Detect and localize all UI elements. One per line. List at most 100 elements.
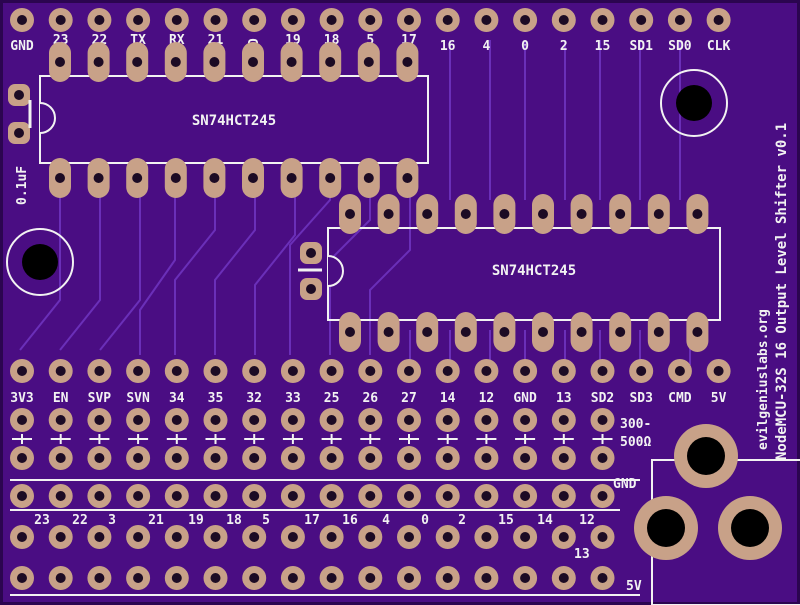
output-pad [590, 525, 615, 549]
output-label: 4 [382, 513, 390, 528]
gnd-pad [280, 484, 305, 508]
resistor-pad [358, 408, 383, 432]
vcc-pad [551, 566, 576, 590]
top-header-label: CLK [707, 39, 731, 54]
vcc-pad [10, 566, 34, 590]
vcc-pad [397, 566, 421, 590]
gnd-pad [435, 484, 460, 508]
resistor-pad [48, 408, 73, 432]
gnd-row-pads [10, 484, 615, 508]
vcc-pad [513, 566, 538, 590]
top-pad [513, 8, 538, 32]
resistor-pad [280, 446, 305, 470]
mid-pad [242, 359, 267, 383]
resistor-top-pads [10, 408, 615, 432]
mid-pad [397, 359, 421, 383]
chip-1-pin [126, 158, 149, 198]
top-pad [397, 8, 421, 32]
top-pad [629, 8, 654, 32]
mid-header-label: 5V [711, 391, 727, 406]
vcc-pad [474, 566, 499, 590]
top-header-label: GND [10, 39, 34, 54]
output-pad [10, 525, 34, 549]
gnd-pad [242, 484, 267, 508]
mid-header-label: 25 [324, 391, 340, 406]
vcc-pad [242, 566, 267, 590]
resistor-pad [203, 408, 228, 432]
chip-2-pin [686, 312, 709, 352]
mid-header-label: 33 [285, 391, 301, 406]
output-label: 0 [421, 513, 429, 528]
chip-2-pin [454, 312, 477, 352]
chip-2-pin [609, 194, 632, 234]
output-pad [513, 525, 538, 549]
resistor-pad [590, 446, 615, 470]
resistor-pad [164, 408, 189, 432]
mid-pad [667, 359, 692, 383]
vcc-pad [126, 566, 151, 590]
mid-pad [474, 359, 499, 383]
chip-2-pins [339, 194, 709, 352]
chip-1-pin [396, 158, 419, 198]
chip-2-label: SN74HCT245 [492, 263, 576, 279]
output-label: 14 [537, 513, 553, 528]
output-label: 12 [579, 513, 595, 528]
chip-2-pin [377, 312, 400, 352]
chip-2-pin [416, 312, 439, 352]
chip-2-pin [686, 194, 709, 234]
top-pad [164, 8, 189, 32]
top-pad [203, 8, 228, 32]
output-pad [242, 525, 267, 549]
gnd-pad [397, 484, 421, 508]
chip-1-label: SN74HCT245 [192, 113, 276, 129]
chip-1-pin [203, 158, 226, 198]
mid-header-pads [10, 359, 731, 383]
top-header-pads [10, 8, 731, 32]
gnd-pad [590, 484, 615, 508]
output-pad [474, 525, 499, 549]
resistor-pad [126, 408, 151, 432]
chip-2: SN74HCT245 [327, 227, 721, 321]
output-label: 2 [458, 513, 466, 528]
resistor-pad [87, 446, 112, 470]
chip-1-pin [126, 42, 149, 82]
resistor-pad [10, 446, 34, 470]
gnd-pad [319, 484, 344, 508]
chip-2-pin [493, 312, 516, 352]
chip-1-pin [87, 158, 110, 198]
mid-header-label: 27 [401, 391, 417, 406]
top-pad [551, 8, 576, 32]
resistor-marks [12, 434, 613, 444]
mid-header-label: 12 [479, 391, 495, 406]
vcc-pad [87, 566, 112, 590]
resistor-pad [164, 446, 189, 470]
resistor-pad [319, 408, 344, 432]
website-label: evilgeniuslabs.org [756, 309, 771, 450]
top-pad [667, 8, 692, 32]
chip-2-pin [454, 194, 477, 234]
chip-2-pin [570, 194, 593, 234]
mid-header-label: SD2 [591, 391, 614, 406]
mid-header-label: 3V3 [10, 391, 33, 406]
top-header-label: 16 [440, 39, 456, 54]
gnd-pad [164, 484, 189, 508]
mid-pad [126, 359, 151, 383]
chip-2-pin [647, 312, 670, 352]
resistor-pad [474, 446, 499, 470]
resistor-pad [513, 408, 538, 432]
chip-1-pin [242, 158, 264, 198]
chip-1: SN74HCT245 [39, 75, 429, 164]
chip-1-pin [396, 42, 419, 82]
chip-1-pin [280, 42, 303, 82]
resistor-pad [48, 446, 73, 470]
chip-2-pin [570, 312, 593, 352]
vcc-pad [358, 566, 383, 590]
output-pad [203, 525, 228, 549]
top-header-label: SD0 [668, 39, 692, 54]
output-pad [397, 525, 421, 549]
output-label: 15 [498, 513, 514, 528]
mid-pad [629, 359, 654, 383]
resistor-pad [242, 408, 267, 432]
resistor-pad [474, 408, 499, 432]
